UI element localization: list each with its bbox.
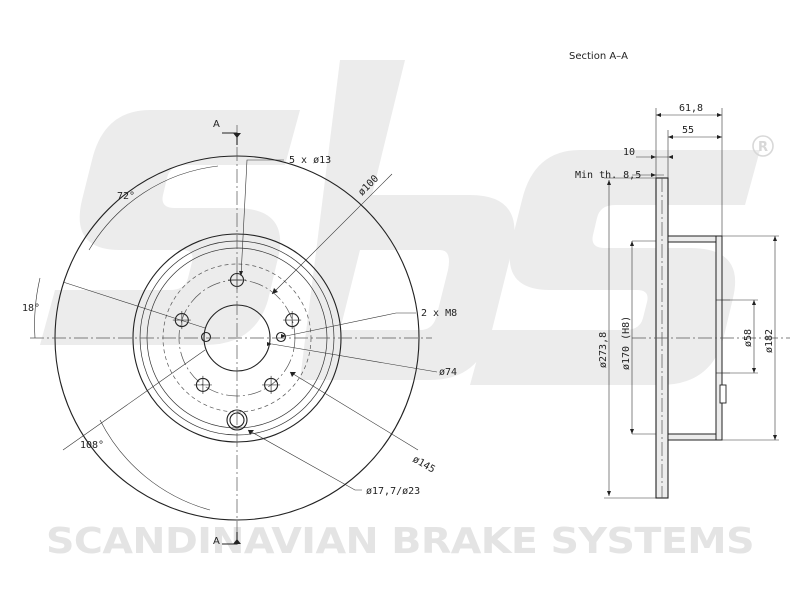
section-marker-bottom-arrow [233, 539, 241, 544]
dimension-arrows [239, 113, 777, 496]
angle-arc-108 [99, 419, 211, 511]
label-bolt-holes: 5 x ø13 [289, 155, 331, 166]
leader-angle-108 [62, 349, 206, 451]
label-hub-diameter: ø170 (H8) [621, 316, 632, 370]
label-disc-thickness: 10 [623, 147, 635, 158]
leader-vent-hole [247, 429, 362, 491]
label-outer-diameter: ø273,8 [598, 332, 609, 368]
dimension-arrowhead [607, 180, 611, 185]
thread-hole-left [200, 331, 212, 343]
dimension-arrowhead [717, 135, 722, 139]
front-view: A A 5 x ø13 ø100 2 x M8 ø74 ø145 ø17,7/ø… [22, 119, 457, 547]
dimension-arrowhead [272, 288, 278, 294]
leader-pcd [271, 173, 393, 295]
dimension-arrowhead [651, 173, 656, 177]
registered-mark: R [758, 140, 768, 155]
dimension-arrowhead [717, 113, 722, 117]
dimension-arrowhead [239, 271, 243, 276]
angle-arc-18 [34, 277, 41, 339]
dimension-arrowhead [248, 430, 254, 435]
hat-wall-bottom [667, 433, 721, 441]
dimension-arrowhead [607, 491, 611, 496]
dimension-arrowhead [773, 435, 777, 440]
dimension-arrowhead [281, 334, 286, 338]
label-hat-diameter: ø182 [764, 329, 775, 353]
brand-name: SCANDINAVIAN BRAKE SYSTEMS [46, 521, 754, 562]
dimension-arrowhead [651, 155, 656, 159]
label-center-bore: ø58 [743, 329, 754, 347]
angle-arc-72 [88, 165, 219, 251]
label-hat-height: 55 [682, 125, 694, 136]
watermark-letter-b [300, 60, 515, 380]
section-view: Section A–A 61,8 55 10 Min th. 8,5 [569, 51, 790, 499]
label-angle-108: 108° [80, 440, 104, 451]
section-marker-bottom: A [213, 536, 220, 547]
dimension-arrowhead [630, 429, 634, 434]
registered-mark-circle [752, 135, 774, 157]
dimension-arrowhead [630, 241, 634, 246]
dimension-arrowhead [668, 155, 673, 159]
section-title: Section A–A [569, 51, 628, 62]
thread-hole-section [719, 384, 727, 404]
label-min-thickness: Min th. 8,5 [575, 170, 641, 181]
leader-angle-18 [62, 281, 206, 329]
dimension-arrowhead [267, 342, 272, 346]
dimension-arrowhead [752, 368, 756, 373]
thread-hole-right [275, 331, 287, 343]
label-angle-72: 72° [117, 191, 135, 202]
leader-hub-bore [271, 343, 438, 373]
watermark-letter-s2 [470, 150, 760, 385]
dimension-arrowhead [668, 135, 673, 139]
hat-wall-top [667, 235, 721, 243]
label-wheel-seat: ø145 [411, 454, 437, 476]
label-thread-holes: 2 x M8 [421, 308, 457, 319]
leader-bolt-holes [240, 159, 284, 277]
label-angle-18: 18° [22, 303, 40, 314]
watermark-letter-s1 [40, 110, 300, 345]
leader-thread-holes [285, 312, 416, 337]
label-hub-bore: ø74 [439, 367, 457, 378]
dimension-arrowhead [290, 372, 296, 377]
dimension-arrowhead [752, 300, 756, 305]
leader-wheel-seat [289, 371, 419, 451]
label-vent-hole: ø17,7/ø23 [366, 486, 420, 497]
dimension-arrowhead [773, 236, 777, 241]
label-total-height: 61,8 [679, 103, 703, 114]
section-marker-top: A [213, 119, 220, 130]
dimension-arrowhead [656, 113, 661, 117]
section-marker-top-arrow [233, 133, 241, 138]
